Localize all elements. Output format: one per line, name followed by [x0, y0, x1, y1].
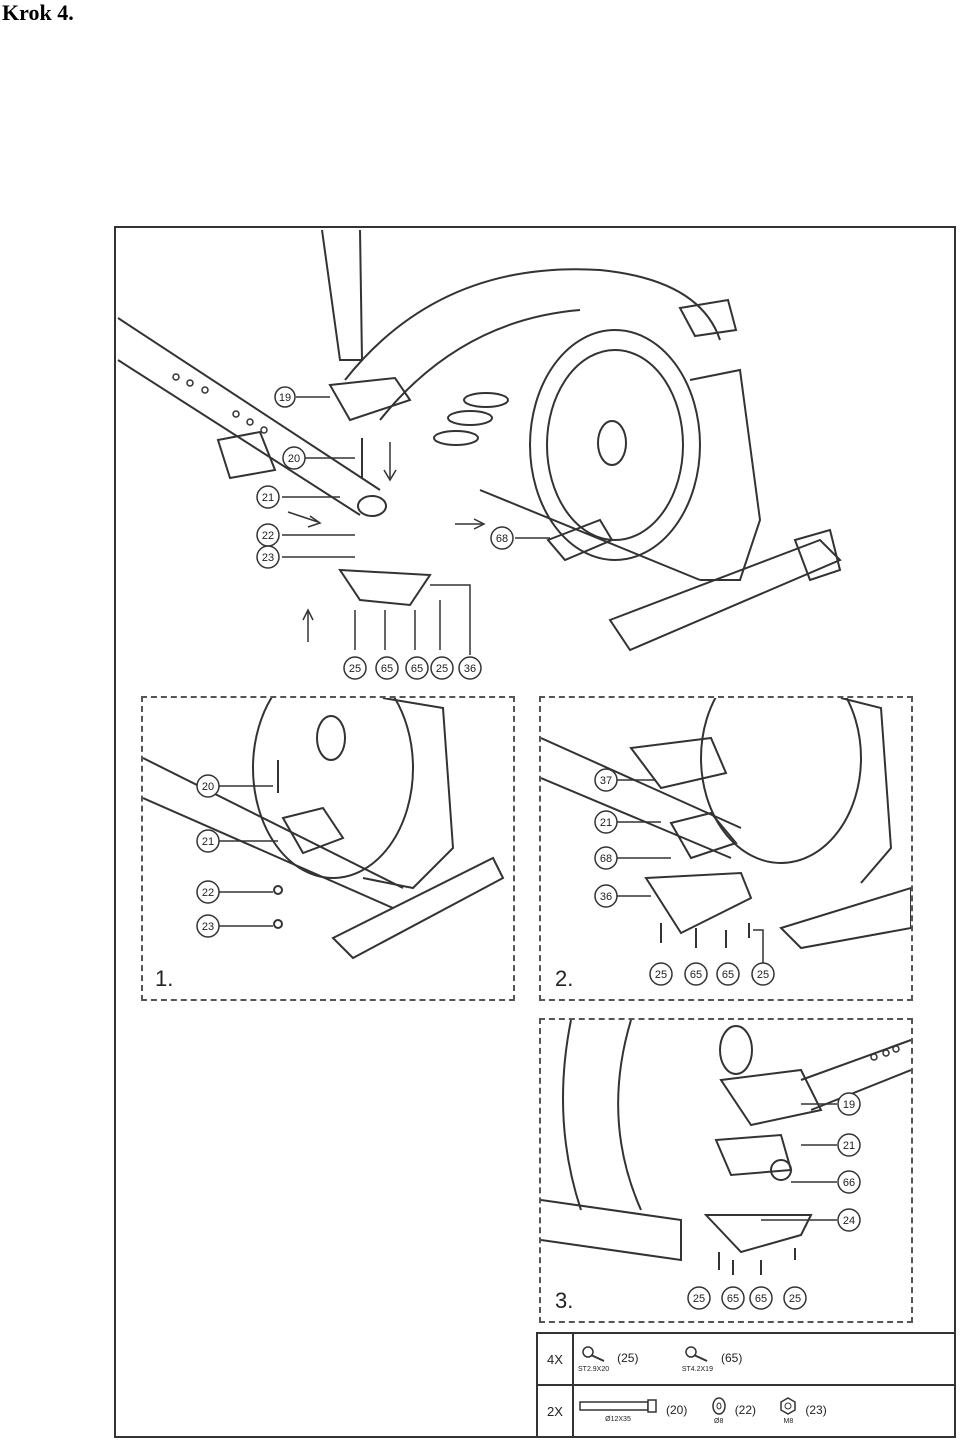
callout-label: 19 — [843, 1099, 855, 1111]
callout-label: 25 — [757, 969, 769, 981]
callout-label: 36 — [600, 891, 612, 903]
page-title: Krok 4. — [2, 0, 74, 25]
callout-label: 68 — [496, 533, 508, 545]
callout-label: 25 — [655, 969, 667, 981]
callout-label: 22 — [202, 887, 214, 899]
callout-label: 25 — [349, 663, 361, 675]
hardware-code: (20) — [666, 1403, 688, 1418]
panel-2-drawing: 37 21 68 36 25 65 65 25 — [541, 698, 911, 986]
hardware-spec: Ø12X35 — [605, 1416, 631, 1423]
main-callout-circles — [256, 386, 514, 680]
hardware-qty: 4X — [536, 1332, 574, 1386]
hardware-code: (22) — [734, 1403, 757, 1418]
callout-label: 23 — [202, 921, 214, 933]
detail-panel-2: 37 21 68 36 25 65 65 25 2. — [539, 696, 913, 1001]
callout-label: 25 — [789, 1293, 801, 1305]
main-assembly-drawing: 19 20 21 22 23 68 25 65 65 25 36 — [117, 229, 842, 680]
illustration-frame — [114, 226, 956, 1438]
screw-icon — [581, 1346, 604, 1362]
hardware-table: 4X ST2.9X20 (25) ST4.2X19 (65) 2X Ø12X35… — [536, 1332, 956, 1438]
hardware-spec: Ø8 — [714, 1418, 724, 1425]
callout-label: 21 — [600, 817, 612, 829]
nut-icon — [780, 1397, 797, 1415]
hardware-qty: 2X — [536, 1384, 574, 1438]
screw-icon — [685, 1346, 708, 1362]
hardware-spec: ST2.9X20 — [578, 1366, 610, 1373]
hardware-spec: ST4.2X19 — [681, 1366, 713, 1373]
callout-label: 25 — [436, 663, 448, 675]
callout-label: 66 — [843, 1177, 855, 1189]
hardware-spec: M8 — [783, 1418, 794, 1425]
callout-label: 23 — [262, 552, 274, 564]
callout-label: 65 — [381, 663, 393, 675]
hardware-part: Ø12X35 — [578, 1399, 658, 1423]
panel-number: 3. — [555, 1288, 574, 1313]
callout-label: 65 — [722, 969, 734, 981]
callout-label: 37 — [600, 775, 612, 787]
callout-label: 65 — [727, 1293, 739, 1305]
panel-number: 2. — [555, 966, 574, 991]
hardware-part: M8 — [779, 1397, 797, 1425]
hardware-part: ST2.9X20 — [578, 1345, 609, 1373]
hardware-part: ST4.2X19 — [682, 1345, 713, 1373]
callout-label: 68 — [600, 853, 612, 865]
callout-label: 20 — [202, 781, 214, 793]
hardware-code: (25) — [617, 1351, 639, 1366]
callout-label: 24 — [843, 1215, 855, 1227]
callout-label: 65 — [755, 1293, 767, 1305]
panel-1-drawing: 20 21 22 23 — [143, 698, 505, 960]
callout-label: 25 — [693, 1293, 705, 1305]
bolt-icon — [579, 1399, 657, 1413]
callout-label: 19 — [279, 392, 291, 404]
detail-panel-3: 19 21 66 24 25 65 65 25 3. — [539, 1018, 913, 1323]
hardware-code: (65) — [720, 1351, 743, 1366]
panel-3-drawing: 19 21 66 24 25 65 65 25 — [541, 1020, 911, 1310]
hardware-row: 4X ST2.9X20 (25) ST4.2X19 (65) — [536, 1332, 956, 1386]
callout-label: 21 — [262, 492, 274, 504]
callout-label: 65 — [690, 969, 702, 981]
callout-label: 22 — [262, 530, 274, 542]
hardware-part: Ø8 — [711, 1397, 727, 1425]
detail-panel-1: 20 21 22 23 1. — [141, 696, 515, 1001]
panel-number: 1. — [155, 966, 174, 991]
callout-label: 21 — [202, 836, 214, 848]
callout-label: 65 — [411, 663, 423, 675]
callout-label: 36 — [464, 663, 476, 675]
washer-icon — [711, 1397, 726, 1415]
hardware-code: (23) — [805, 1403, 827, 1418]
callout-label: 21 — [843, 1140, 855, 1152]
callout-label: 20 — [288, 453, 300, 465]
hardware-row: 2X Ø12X35 (20) Ø8 (22) M8 (23) — [536, 1384, 956, 1438]
